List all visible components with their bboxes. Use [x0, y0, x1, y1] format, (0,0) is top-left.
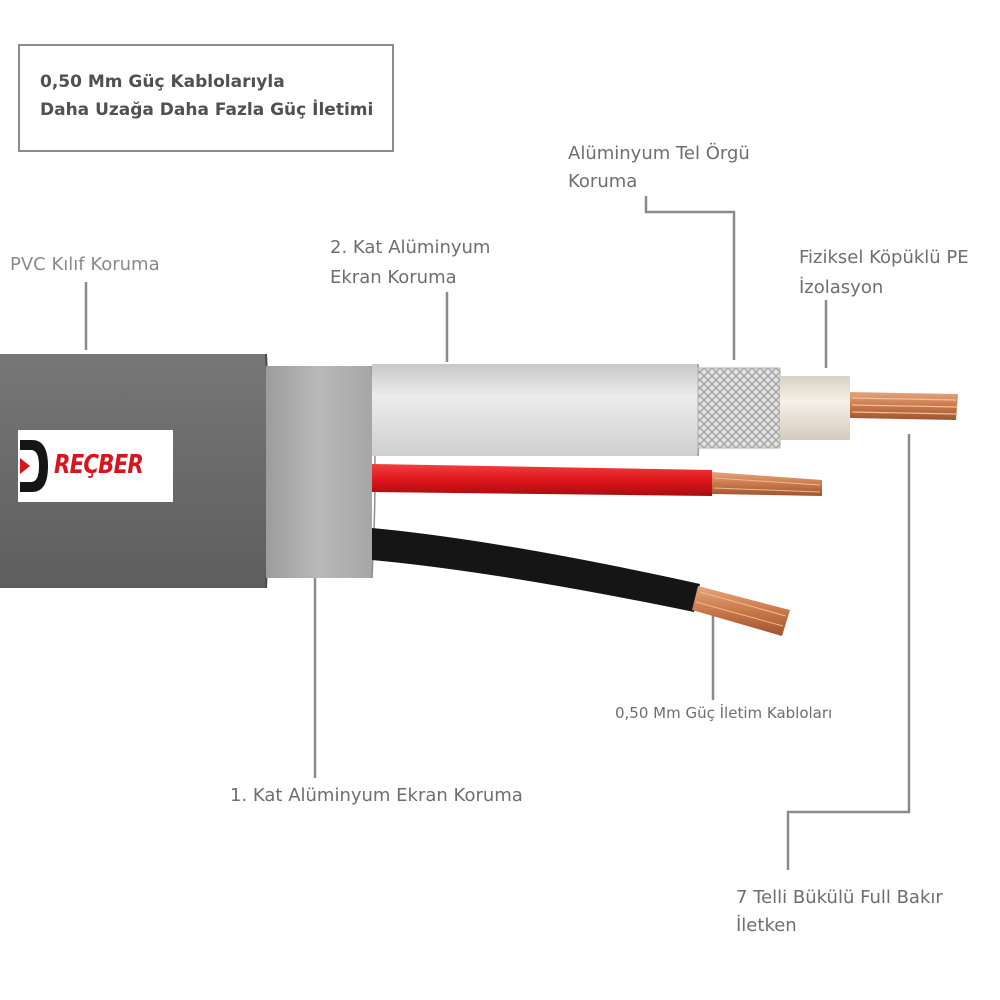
label-second-foil-line2: Ekran Koruma: [330, 267, 457, 288]
label-power-cables: 0,50 Mm Güç İletim Kabloları: [615, 704, 833, 722]
aluminium-braid: [698, 368, 780, 448]
brand-logo: REÇBER: [18, 430, 173, 502]
leader-conductor: [786, 434, 911, 870]
first-foil-layer: [266, 366, 372, 578]
pe-insulation: [780, 376, 850, 440]
black-wire-strands: [695, 591, 787, 627]
title-box: 0,50 Mm Güç Kablolarıyla Daha Uzağa Daha…: [18, 44, 394, 152]
red-wire-strands: [713, 477, 821, 493]
centre-conductor-strands: [851, 397, 958, 415]
label-second-foil-line1: 2. Kat Alüminyum: [330, 237, 491, 258]
leader-lines: [84, 196, 911, 870]
black-wire-copper: [692, 586, 790, 636]
label-pe-line2: İzolasyon: [799, 277, 884, 298]
title-line-1: 0,50 Mm Güç Kablolarıyla: [40, 72, 285, 92]
label-first-foil: 1. Kat Alüminyum Ekran Koruma: [230, 785, 523, 806]
label-pe-line1: Fiziksel Köpüklü PE: [799, 247, 969, 268]
brand-name: REÇBER: [54, 450, 144, 480]
second-foil-layer: [372, 364, 698, 456]
label-braid-line1: Alüminyum Tel Örgü: [568, 143, 750, 164]
label-conductor-line1: 7 Telli Bükülü Full Bakır: [736, 887, 943, 908]
red-wire-copper: [712, 472, 822, 496]
leader-braid: [644, 196, 736, 360]
label-conductor-line2: İletken: [736, 915, 797, 936]
brand-d-icon: [20, 440, 48, 492]
label-braid-line2: Koruma: [568, 171, 638, 192]
red-wire-insulation: [372, 464, 712, 496]
label-pvc-sheath: PVC Kılıf Koruma: [10, 254, 160, 275]
black-wire-insulation: [372, 528, 700, 612]
title-line-2: Daha Uzağa Daha Fazla Güç İletimi: [40, 100, 374, 120]
